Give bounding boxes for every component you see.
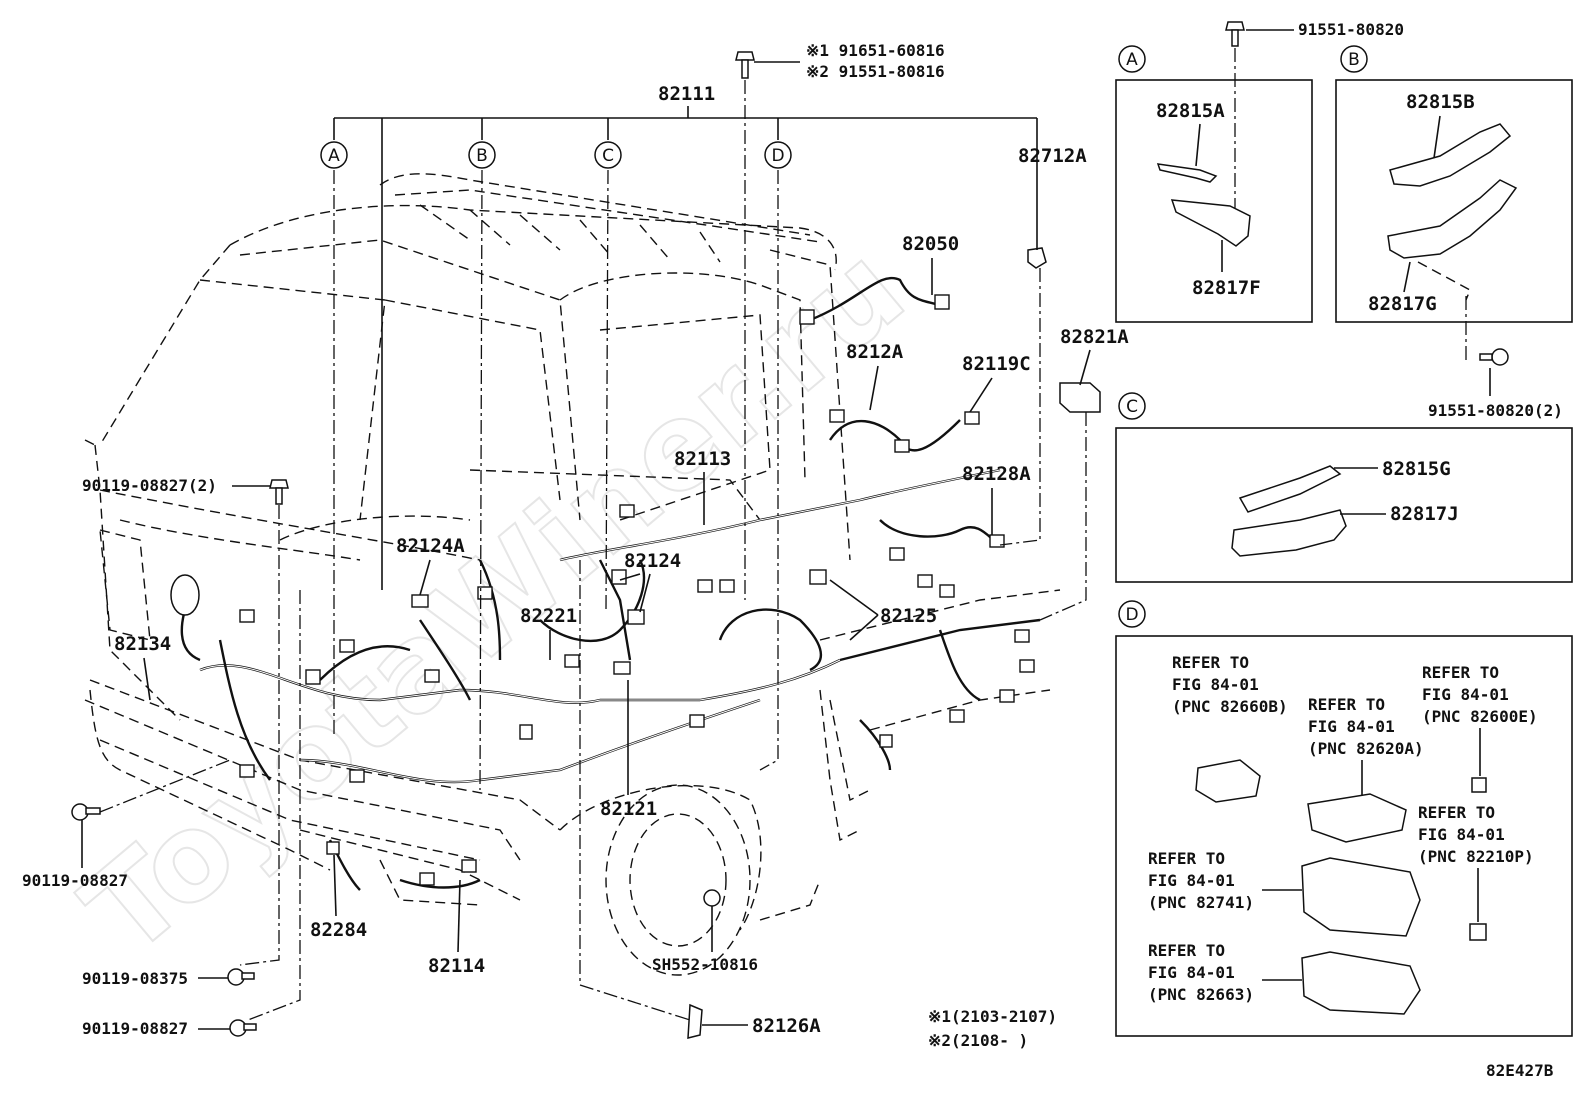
label-82121[interactable]: 82121 xyxy=(600,798,657,820)
label-82817G[interactable]: 82817G xyxy=(1368,293,1437,315)
label-91551-80820-2[interactable]: 91551-80820(2) xyxy=(1428,401,1563,420)
label-82815B[interactable]: 82815B xyxy=(1406,91,1475,113)
detail-panel-d: D REFER TO FIG 84-01 (PNC 82660B) REFER … xyxy=(1115,600,1573,1037)
label-82128A[interactable]: 82128A xyxy=(962,463,1031,485)
label-82815G[interactable]: 82815G xyxy=(1382,458,1451,480)
bolt-icon xyxy=(229,1019,257,1037)
label-90119-08375[interactable]: 90119-08375 xyxy=(82,969,188,988)
ref-82210P-line2[interactable]: FIG 84-01 xyxy=(1418,825,1505,844)
ref-82600E-line3[interactable]: (PNC 82600E) xyxy=(1422,707,1538,726)
bolt-icon xyxy=(269,479,289,505)
label-82113[interactable]: 82113 xyxy=(674,448,731,470)
ref-82660B-line3[interactable]: (PNC 82660B) xyxy=(1172,697,1288,716)
label-bolt-note1[interactable]: ※1 91651-60816 xyxy=(806,41,945,60)
bolt-icon xyxy=(71,803,101,821)
label-bolt-note2[interactable]: ※2 91551-80816 xyxy=(806,62,945,81)
label-8212A[interactable]: 8212A xyxy=(846,341,904,363)
label-82111[interactable]: 82111 xyxy=(658,83,715,105)
ref-82663-line2[interactable]: FIG 84-01 xyxy=(1148,963,1235,982)
label-82124A[interactable]: 82124A xyxy=(396,535,465,557)
ref-82663-line3[interactable]: (PNC 82663) xyxy=(1148,985,1254,1004)
ref-82741-line1[interactable]: REFER TO xyxy=(1148,849,1225,868)
svg-text:A: A xyxy=(328,146,340,166)
ref-82660B-line1[interactable]: REFER TO xyxy=(1172,653,1249,672)
ref-82620A-line3[interactable]: (PNC 82620A) xyxy=(1308,739,1424,758)
main-part-labels: 82111 ※1 91651-60816 ※2 91551-80816 8271… xyxy=(22,41,1129,1038)
detail-panel-b: B 82815B 82817G 91551-80820(2) xyxy=(1335,45,1573,420)
ref-82600E-line1[interactable]: REFER TO xyxy=(1422,663,1499,682)
footnote-2: ※2(2108- ) xyxy=(928,1031,1028,1050)
truck-cab-outline xyxy=(84,173,1061,976)
section-marker-leaders xyxy=(333,80,1087,791)
label-82124[interactable]: 82124 xyxy=(624,550,681,572)
section-marker-b[interactable]: B xyxy=(468,141,496,169)
section-marker-c[interactable]: C xyxy=(594,141,622,169)
ref-82741-line3[interactable]: (PNC 82741) xyxy=(1148,893,1254,912)
ref-82210P-line1[interactable]: REFER TO xyxy=(1418,803,1495,822)
ref-82660B-line2[interactable]: FIG 84-01 xyxy=(1172,675,1259,694)
bolt-icon xyxy=(1479,348,1509,366)
label-91551-80820[interactable]: 91551-80820 xyxy=(1298,20,1404,39)
label-82821A[interactable]: 82821A xyxy=(1060,326,1129,348)
ref-82663-line1[interactable]: REFER TO xyxy=(1148,941,1225,960)
label-82119C[interactable]: 82119C xyxy=(962,353,1031,375)
svg-text:D: D xyxy=(1125,605,1138,625)
ref-82620A-line1[interactable]: REFER TO xyxy=(1308,695,1385,714)
detail-panel-a: A 91551-80820 82815A 82817F xyxy=(1115,20,1404,323)
bolt-icon xyxy=(227,968,255,986)
svg-text:D: D xyxy=(771,146,784,166)
figure-code: 82E427B xyxy=(1486,1061,1554,1080)
label-82712A[interactable]: 82712A xyxy=(1018,145,1087,167)
footnote-1: ※1(2103-2107) xyxy=(928,1007,1057,1026)
label-82815A[interactable]: 82815A xyxy=(1156,100,1225,122)
label-82817J[interactable]: 82817J xyxy=(1390,503,1459,525)
section-markers: A B C D xyxy=(320,141,792,169)
label-90119-08827-2[interactable]: 90119-08827(2) xyxy=(82,476,217,495)
svg-text:C: C xyxy=(602,146,614,166)
svg-text:B: B xyxy=(476,146,488,166)
svg-text:C: C xyxy=(1126,397,1138,417)
ref-82620A-line2[interactable]: FIG 84-01 xyxy=(1308,717,1395,736)
ref-82600E-line2[interactable]: FIG 84-01 xyxy=(1422,685,1509,704)
ref-82210P-line3[interactable]: (PNC 82210P) xyxy=(1418,847,1534,866)
section-marker-d[interactable]: D xyxy=(764,141,792,169)
label-90119-08827[interactable]: 90119-08827 xyxy=(22,871,128,890)
detail-panel-c: C 82815G 82817J xyxy=(1115,392,1573,583)
label-82050[interactable]: 82050 xyxy=(902,233,959,255)
label-82125[interactable]: 82125 xyxy=(880,605,937,627)
svg-text:A: A xyxy=(1126,50,1138,70)
label-82284[interactable]: 82284 xyxy=(310,919,367,941)
label-82134[interactable]: 82134 xyxy=(114,633,171,655)
ref-82741-line2[interactable]: FIG 84-01 xyxy=(1148,871,1235,890)
svg-text:B: B xyxy=(1348,50,1360,70)
label-82114[interactable]: 82114 xyxy=(428,955,485,977)
label-sh552-10816[interactable]: SH552-10816 xyxy=(652,955,758,974)
harness-connectors xyxy=(170,247,1101,1039)
label-82126A[interactable]: 82126A xyxy=(752,1015,821,1037)
label-90119-08827-b[interactable]: 90119-08827 xyxy=(82,1019,188,1038)
label-82111-bracket xyxy=(333,106,1038,590)
bolt-icon xyxy=(735,51,800,79)
section-marker-a[interactable]: A xyxy=(320,141,348,169)
label-82221[interactable]: 82221 xyxy=(520,605,577,627)
label-82817F[interactable]: 82817F xyxy=(1192,277,1261,299)
